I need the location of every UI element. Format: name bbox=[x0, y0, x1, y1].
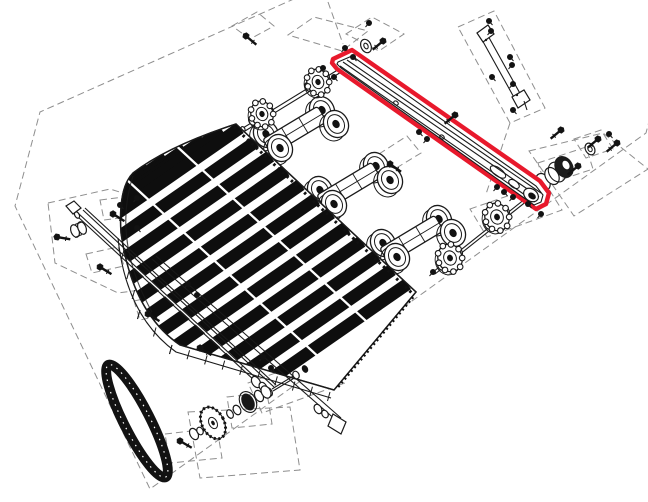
top-washer bbox=[359, 38, 373, 54]
nut bbox=[268, 365, 275, 373]
nut bbox=[365, 20, 372, 28]
nut bbox=[319, 65, 326, 73]
nut bbox=[525, 201, 532, 209]
bolt bbox=[109, 210, 126, 223]
bearing-boundary-box bbox=[528, 132, 648, 217]
nut bbox=[429, 269, 436, 277]
nut bbox=[331, 74, 338, 82]
mid-bolt-box bbox=[378, 135, 422, 171]
hub-flange bbox=[241, 393, 255, 411]
bolt bbox=[605, 139, 621, 153]
fasteners bbox=[53, 18, 621, 449]
nut bbox=[341, 45, 348, 53]
running-gear bbox=[240, 62, 596, 276]
nut bbox=[194, 292, 201, 300]
nut bbox=[508, 62, 515, 70]
leader-line-top bbox=[327, 1, 344, 45]
rail-bolt-box-2 bbox=[133, 293, 173, 321]
nut bbox=[510, 107, 517, 115]
highlighted-slide-rail bbox=[329, 47, 552, 212]
nut bbox=[416, 129, 423, 137]
track-sprockets bbox=[247, 66, 513, 276]
bolt bbox=[176, 437, 193, 449]
drive-sprocket-parts bbox=[188, 365, 309, 441]
bogie-wheel-assembly bbox=[366, 204, 467, 275]
rail-bolt-box-1 bbox=[85, 246, 125, 274]
bolt bbox=[386, 160, 402, 173]
rail-slot bbox=[489, 165, 507, 179]
track-sprocket bbox=[481, 200, 513, 235]
nut bbox=[486, 18, 493, 26]
bearing-inner-box bbox=[537, 146, 594, 186]
nut bbox=[259, 354, 266, 362]
bolt bbox=[443, 111, 459, 125]
bolt bbox=[53, 233, 71, 242]
nut bbox=[350, 54, 357, 62]
bolt bbox=[242, 32, 258, 46]
dashed-boundaries bbox=[14, 0, 648, 490]
nut bbox=[117, 202, 124, 210]
nut bbox=[501, 189, 508, 197]
left-bolt-box bbox=[99, 195, 137, 221]
bogie-wheel-assembly bbox=[249, 95, 350, 166]
bolt bbox=[196, 344, 213, 357]
idler-roller bbox=[69, 221, 88, 239]
bolt bbox=[144, 310, 161, 323]
nut bbox=[184, 281, 191, 289]
belt-edge-links bbox=[232, 125, 416, 297]
nut bbox=[423, 136, 430, 144]
track-sprocket bbox=[434, 241, 466, 276]
brace-boundary-box bbox=[457, 10, 546, 124]
nut bbox=[537, 211, 544, 219]
nut bbox=[509, 194, 516, 202]
nut bbox=[507, 54, 514, 62]
top-left-bolt-box bbox=[231, 11, 275, 40]
rail-top-bracket bbox=[65, 200, 82, 215]
nut bbox=[509, 81, 516, 89]
bogie-wheel-assemblies bbox=[249, 95, 467, 275]
bearing-bore bbox=[561, 159, 571, 171]
outer-boundary-box bbox=[14, 0, 648, 490]
frame-end-bracket bbox=[327, 413, 347, 435]
bolt bbox=[586, 135, 602, 149]
track-sprocket bbox=[247, 98, 277, 131]
bolt bbox=[566, 162, 582, 176]
slide-rail-body bbox=[336, 55, 544, 206]
top-washer-box-2 bbox=[345, 16, 405, 52]
bolt bbox=[96, 263, 113, 276]
nut bbox=[487, 28, 494, 36]
chain-sprocket bbox=[198, 405, 228, 441]
nut bbox=[493, 184, 500, 192]
washer-boundary-box bbox=[573, 129, 614, 159]
nut bbox=[134, 225, 141, 233]
nut bbox=[133, 195, 140, 203]
nut bbox=[489, 74, 496, 82]
rear-axle-box bbox=[469, 182, 563, 238]
track-sprocket bbox=[303, 66, 333, 99]
top-washer-box-1 bbox=[286, 16, 370, 52]
frame-edge-member bbox=[151, 255, 347, 435]
drive-chain bbox=[101, 359, 173, 483]
nut bbox=[606, 131, 613, 139]
bolt bbox=[549, 126, 565, 140]
bolt bbox=[371, 37, 387, 51]
